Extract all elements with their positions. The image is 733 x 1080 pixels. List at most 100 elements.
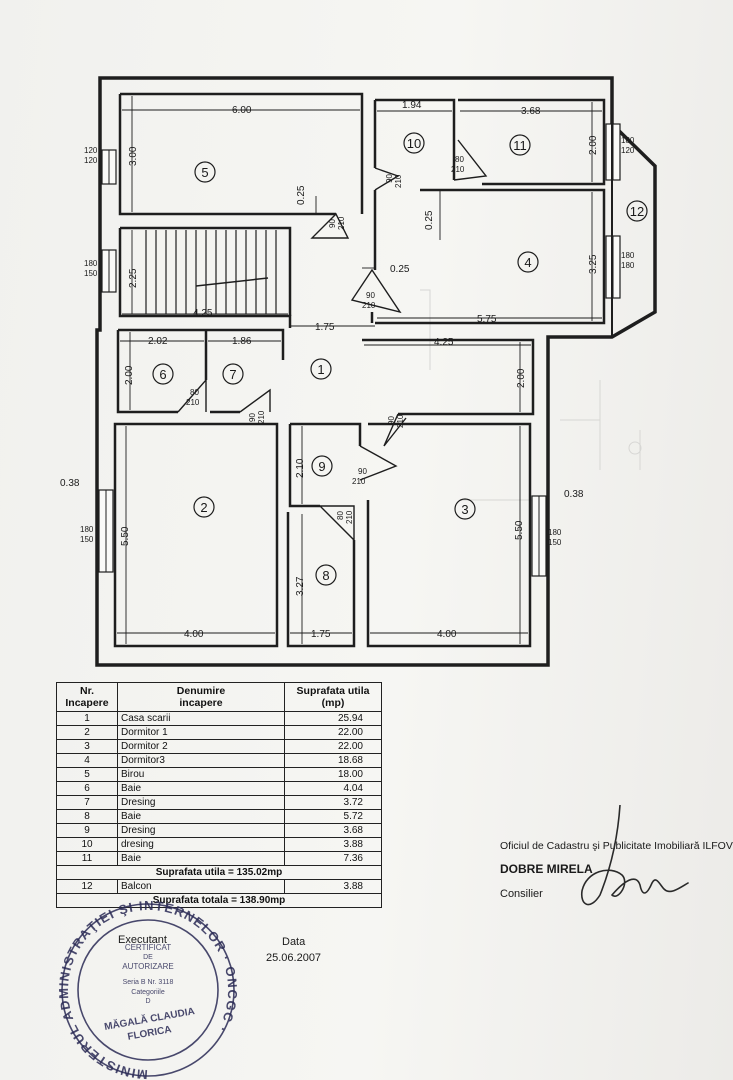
dimension-label: 0.38	[60, 478, 80, 489]
dimension-label: 2.00	[588, 135, 599, 155]
signatory-name: DOBRE MIRELA	[500, 862, 593, 876]
dimension-label: 1.94	[402, 100, 422, 111]
room-numbers: 5 10 11 12 4 6 7 1 2 9 3 8	[159, 136, 644, 583]
door-label: 210	[257, 410, 266, 424]
dimension-lines	[117, 96, 602, 644]
dimension-label: 0.25	[296, 185, 307, 205]
stamp-text: D	[145, 998, 150, 1005]
door-room9	[359, 445, 398, 481]
window-labels: 120 120 180 150 180 150 180 150 180 120 …	[80, 136, 635, 547]
door-label: 80	[190, 388, 199, 397]
executant-label: Executant	[118, 934, 167, 946]
door-label: 210	[396, 414, 405, 428]
header-nr: Nr.Incapere	[56, 682, 118, 712]
floor-plan: 5 10 11 12 4 6 7 1 2 9 3 8 6.00 3.00 0.2…	[60, 76, 657, 667]
window-label: 180	[80, 525, 94, 534]
room-number: 7	[229, 367, 236, 382]
door-label: 210	[186, 398, 200, 407]
room-number-circles	[152, 132, 648, 586]
door-label: 90	[248, 413, 257, 422]
room-number: 2	[200, 500, 207, 515]
window-label: 180	[621, 251, 635, 260]
window-label: 150	[548, 538, 562, 547]
dimension-labels: 6.00 3.00 0.25 1.94 3.68 2.00 0.25 3.25 …	[60, 100, 599, 640]
window-label: 150	[80, 535, 94, 544]
signatory-role: Consilier	[500, 888, 543, 900]
dimension-label: 2.02	[148, 336, 168, 347]
dimension-label: 3.25	[588, 254, 599, 274]
room-number: 11	[513, 138, 527, 153]
dimension-label: 5.50	[120, 526, 131, 546]
door-label: 210	[362, 301, 376, 310]
window-label: 180	[621, 136, 635, 145]
room-number: 10	[407, 136, 421, 151]
door-room5	[310, 212, 350, 239]
doors	[177, 139, 488, 542]
interior-walls	[113, 92, 606, 648]
window-label: 120	[621, 146, 635, 155]
dimension-label: 3.00	[128, 146, 139, 166]
dimension-label: 0.25	[424, 210, 435, 230]
dimension-label: 0.25	[390, 264, 410, 275]
door-labels: 90 210 90 210 80 210 90 210 80 210 90 21…	[186, 155, 465, 524]
dimension-label: 1.75	[315, 322, 335, 333]
window-label: 120	[84, 146, 98, 155]
dimension-label: 1.86	[232, 336, 252, 347]
outer-wall	[95, 76, 657, 667]
window-label: 150	[84, 269, 98, 278]
door-label: 210	[352, 477, 366, 486]
staircase	[145, 230, 277, 314]
room-number: 9	[318, 459, 325, 474]
door-label: 90	[328, 219, 337, 228]
stamp-text: DE	[143, 954, 153, 961]
window-label: 180	[548, 528, 562, 537]
window-label: 120	[84, 156, 98, 165]
dimension-label: 0.38	[564, 489, 584, 500]
room-number: 1	[317, 362, 324, 377]
dimension-label: 2.10	[295, 458, 306, 478]
door-label: 210	[451, 165, 465, 174]
stamp-text: CERTIFICAT	[125, 943, 171, 952]
room-number: 3	[461, 502, 468, 517]
door-room4	[350, 268, 402, 314]
dimension-label: 3.27	[295, 576, 306, 596]
dimension-label: 2.25	[128, 268, 139, 288]
door-room6	[177, 378, 207, 413]
stamp-text: Seria B Nr. 3118	[123, 979, 174, 986]
dimension-label: 2.00	[516, 368, 527, 388]
room-number: 12	[630, 204, 644, 219]
door-label: 210	[394, 174, 403, 188]
door-room7	[239, 388, 271, 413]
door-label: 90	[366, 291, 375, 300]
dimension-label: 4.25	[193, 308, 213, 319]
dimension-label: 5.75	[477, 314, 497, 325]
dimension-label: 4.00	[184, 629, 204, 640]
door-label: 90	[385, 174, 394, 183]
door-label: 210	[345, 510, 354, 524]
authority-name: Oficiul de Cadastru şi Publicitate Imobi…	[500, 840, 733, 852]
window-label: 180	[621, 261, 635, 270]
room-number: 8	[322, 568, 329, 583]
date-value: 25.06.2007	[266, 952, 322, 964]
show-through-lines	[420, 289, 642, 501]
dimension-label: 4.00	[437, 629, 457, 640]
stamp-text: AUTORIZARE	[122, 962, 173, 971]
window-label: 180	[84, 259, 98, 268]
dimension-label: 4.25	[434, 337, 454, 348]
room-number: 6	[159, 367, 166, 382]
door-label: 90	[358, 467, 367, 476]
windows	[98, 123, 621, 577]
door-room8	[318, 505, 355, 542]
